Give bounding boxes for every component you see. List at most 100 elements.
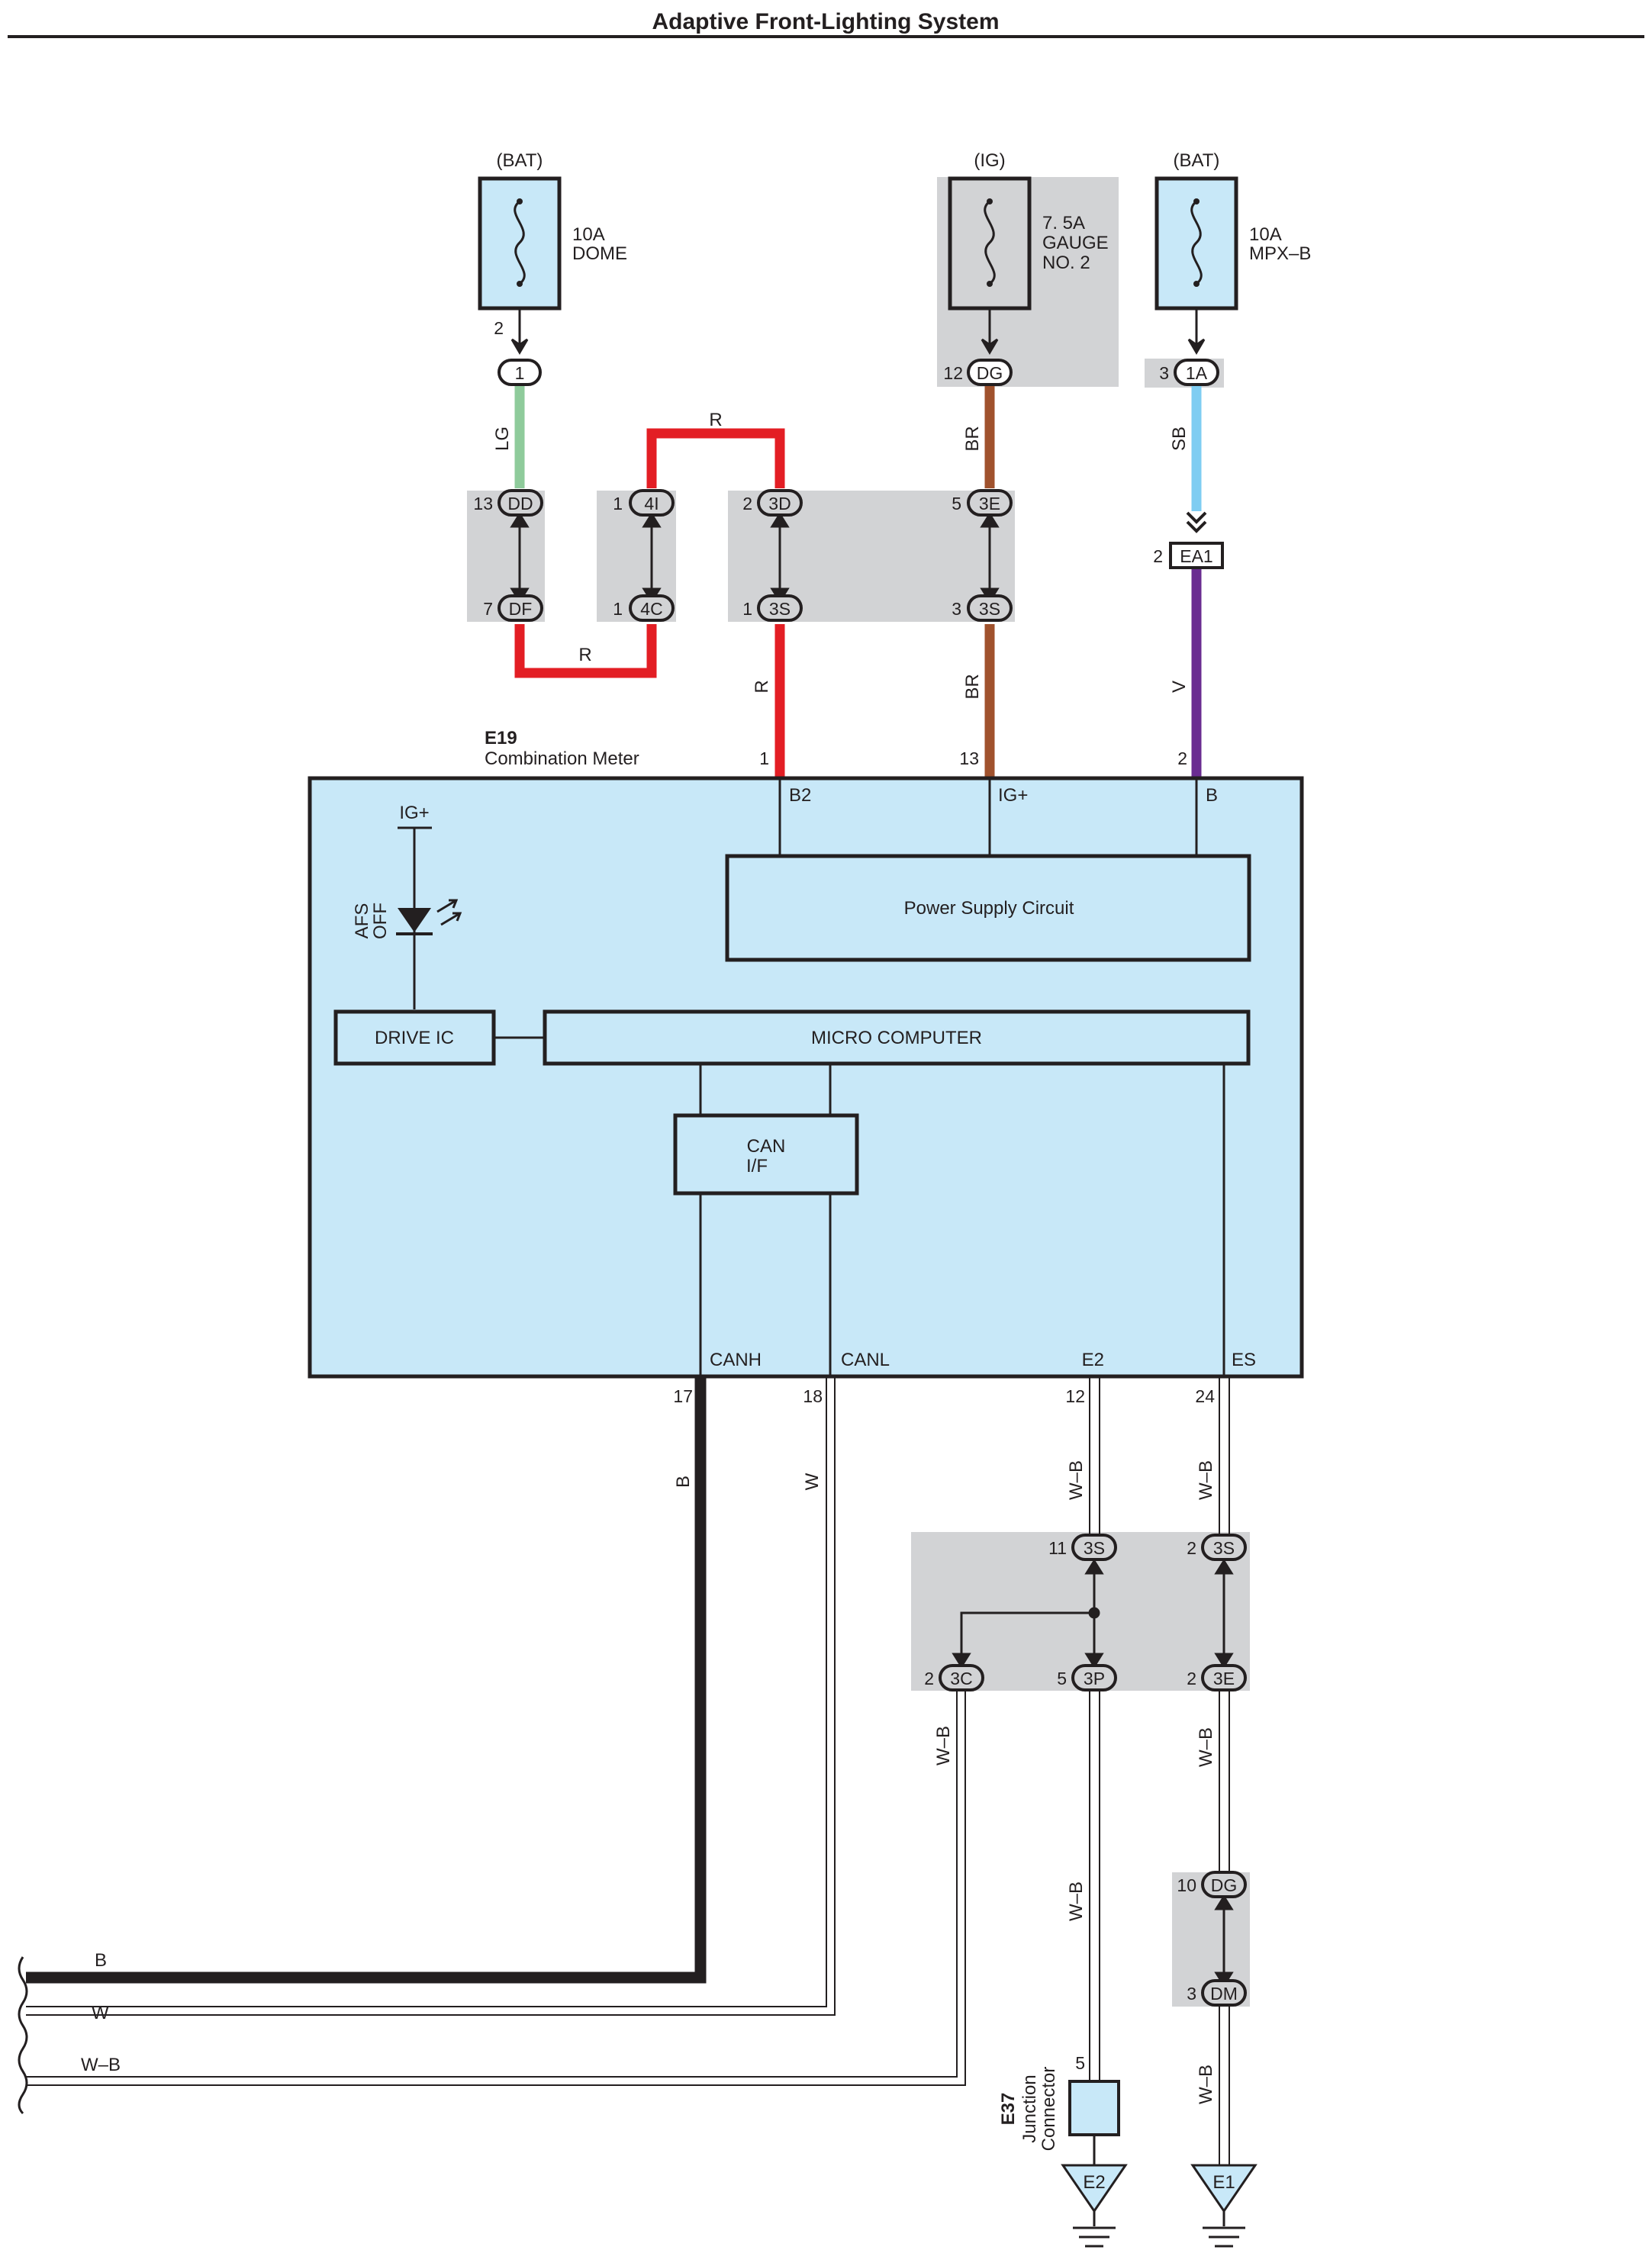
connector-3s-a-pin: 1 bbox=[742, 599, 752, 619]
fuse-dome bbox=[478, 176, 562, 311]
gauge-name-label-1: GAUGE bbox=[1042, 233, 1109, 253]
wire-wb-e2-es bbox=[1089, 1378, 1230, 2165]
connector-dg-label: DG bbox=[977, 363, 1003, 383]
connector-1a-label: 1A bbox=[1186, 363, 1208, 383]
connector-3c-label: 3C bbox=[950, 1669, 972, 1688]
connector-1a-oval bbox=[1174, 359, 1219, 386]
harness-label-w: W bbox=[92, 2003, 109, 2023]
connector-3s-b-pin: 3 bbox=[952, 599, 961, 619]
afs-label: AFS bbox=[352, 903, 372, 939]
wire-label-br-lower: BR bbox=[962, 674, 983, 699]
fuse-gauge bbox=[948, 176, 1032, 311]
connector-4c-pin: 1 bbox=[613, 599, 623, 619]
title-rule bbox=[8, 35, 1644, 38]
connector-dd-pin: 13 bbox=[473, 494, 493, 513]
connector-dg2-pin: 10 bbox=[1177, 1875, 1196, 1895]
connector-3s-d-pin: 2 bbox=[1187, 1538, 1196, 1558]
wire-label-br-upper: BR bbox=[962, 426, 983, 451]
junction-code: E37 bbox=[998, 2093, 1019, 2126]
can-if-box bbox=[673, 1113, 859, 1196]
wire-label-wb-1: W–B bbox=[1066, 1460, 1087, 1500]
meter-pin-ig-num: 13 bbox=[959, 748, 979, 768]
wire-label-r-high: R bbox=[709, 410, 722, 430]
micro-computer-label: MICRO COMPUTER bbox=[811, 1028, 982, 1048]
junction-pin: 5 bbox=[1075, 2053, 1085, 2073]
connector-df-pin: 7 bbox=[483, 599, 493, 619]
connector-4i-label: 4I bbox=[644, 494, 659, 513]
wire-r-loop-low bbox=[514, 624, 657, 678]
dome-rating-label: 10A bbox=[572, 224, 605, 245]
can-if-label-2: I/F bbox=[746, 1156, 768, 1176]
dome-name-label: DOME bbox=[572, 243, 627, 264]
harness-label-b: B bbox=[95, 1950, 107, 1971]
connector-3s-d-label: 3S bbox=[1213, 1538, 1235, 1558]
connector-dd-label: DD bbox=[507, 494, 533, 513]
meter-pin-e2-num: 12 bbox=[1065, 1386, 1085, 1406]
ground-e1-icon bbox=[1190, 2164, 1258, 2248]
gauge-supply-label: (IG) bbox=[974, 150, 1005, 171]
connector-3c-pin: 2 bbox=[924, 1669, 934, 1688]
wire-label-r-meter: R bbox=[752, 680, 772, 693]
connector-ea1-label: EA1 bbox=[1180, 546, 1212, 566]
wire-w-canl bbox=[26, 1378, 836, 2016]
connector-3p-label: 3P bbox=[1084, 1669, 1105, 1688]
connector-ea1: EA1 2 bbox=[1153, 511, 1224, 569]
page-title: Adaptive Front-Lighting System bbox=[652, 9, 999, 34]
dome-pin-label: 2 bbox=[494, 318, 504, 338]
meter-internal-lines bbox=[398, 778, 1225, 1376]
mpx-name-label: MPX–B bbox=[1249, 243, 1311, 264]
drive-ic-label: DRIVE IC bbox=[375, 1028, 454, 1048]
connector-dg2-label: DG bbox=[1211, 1875, 1238, 1895]
wire-label-wb-4: W–B bbox=[1066, 1881, 1087, 1921]
meter-pin-canl: CANL bbox=[841, 1350, 890, 1370]
ground-e1-label: E1 bbox=[1212, 2172, 1235, 2193]
connector-3e-b-pin: 2 bbox=[1187, 1669, 1196, 1688]
fuse-stubs bbox=[510, 308, 1206, 355]
connector-1-label: 1 bbox=[515, 363, 525, 383]
mpx-supply-label: (BAT) bbox=[1174, 150, 1220, 171]
wire-label-lg: LG bbox=[492, 426, 513, 451]
meter-pin-b-num: 2 bbox=[1177, 748, 1187, 768]
connector-4c-label: 4C bbox=[640, 599, 662, 619]
meter-pin-canl-num: 18 bbox=[803, 1386, 823, 1406]
drive-ic-box bbox=[333, 1009, 496, 1066]
harness-label-wb: W–B bbox=[81, 2055, 121, 2075]
mpx-pin-label: 3 bbox=[1159, 363, 1169, 383]
lower-connector-ovals: 3S 11 3S 2 3C 2 3P 5 3E 2 DG 10 DM 3 bbox=[924, 1534, 1247, 2007]
wire-wb-3c bbox=[26, 1690, 966, 2086]
gauge-pin-label: 12 bbox=[943, 363, 963, 383]
connector-3s-c-label: 3S bbox=[1084, 1538, 1105, 1558]
lower-junction-internals bbox=[952, 1559, 1234, 1988]
wires-colored bbox=[514, 381, 1202, 778]
meter-code: E19 bbox=[485, 728, 517, 748]
afs-off-led-icon bbox=[396, 899, 462, 935]
connector-3e-b-label: 3E bbox=[1213, 1669, 1235, 1688]
meter-pin-b2-num: 1 bbox=[759, 748, 769, 768]
wire-label-w: W bbox=[802, 1473, 823, 1490]
harness-break bbox=[18, 1956, 28, 2115]
ground-e2-icon bbox=[1061, 2135, 1128, 2248]
meter-pin-es-num: 24 bbox=[1195, 1386, 1215, 1406]
connector-dm-label: DM bbox=[1210, 1984, 1238, 2004]
connector-3s-b-label: 3S bbox=[979, 599, 1000, 619]
power-supply-label: Power Supply Circuit bbox=[904, 898, 1074, 919]
junction-name-2: Connector bbox=[1039, 2067, 1059, 2152]
meter-pin-canh-num: 17 bbox=[673, 1386, 693, 1406]
connector-3p-pin: 5 bbox=[1057, 1669, 1067, 1688]
wire-label-sb: SB bbox=[1169, 426, 1190, 451]
connector-3d-label: 3D bbox=[768, 494, 791, 513]
connector-3e-a-pin: 5 bbox=[952, 494, 961, 513]
micro-computer-box bbox=[543, 1009, 1251, 1066]
off-label: OFF bbox=[370, 903, 391, 939]
can-if-label-1: CAN bbox=[747, 1136, 786, 1157]
wire-label-wb-3: W–B bbox=[933, 1726, 954, 1765]
dome-supply-label: (BAT) bbox=[497, 150, 543, 171]
meter-pin-canh: CANH bbox=[710, 1350, 762, 1370]
connector-4i-pin: 1 bbox=[613, 494, 623, 513]
connector-dm-pin: 3 bbox=[1187, 1984, 1196, 2004]
wire-b-canh bbox=[26, 1378, 707, 1984]
meter-pin-ig: IG+ bbox=[998, 785, 1028, 806]
meter-name: Combination Meter bbox=[485, 748, 639, 769]
meter-pin-es: ES bbox=[1232, 1350, 1256, 1370]
